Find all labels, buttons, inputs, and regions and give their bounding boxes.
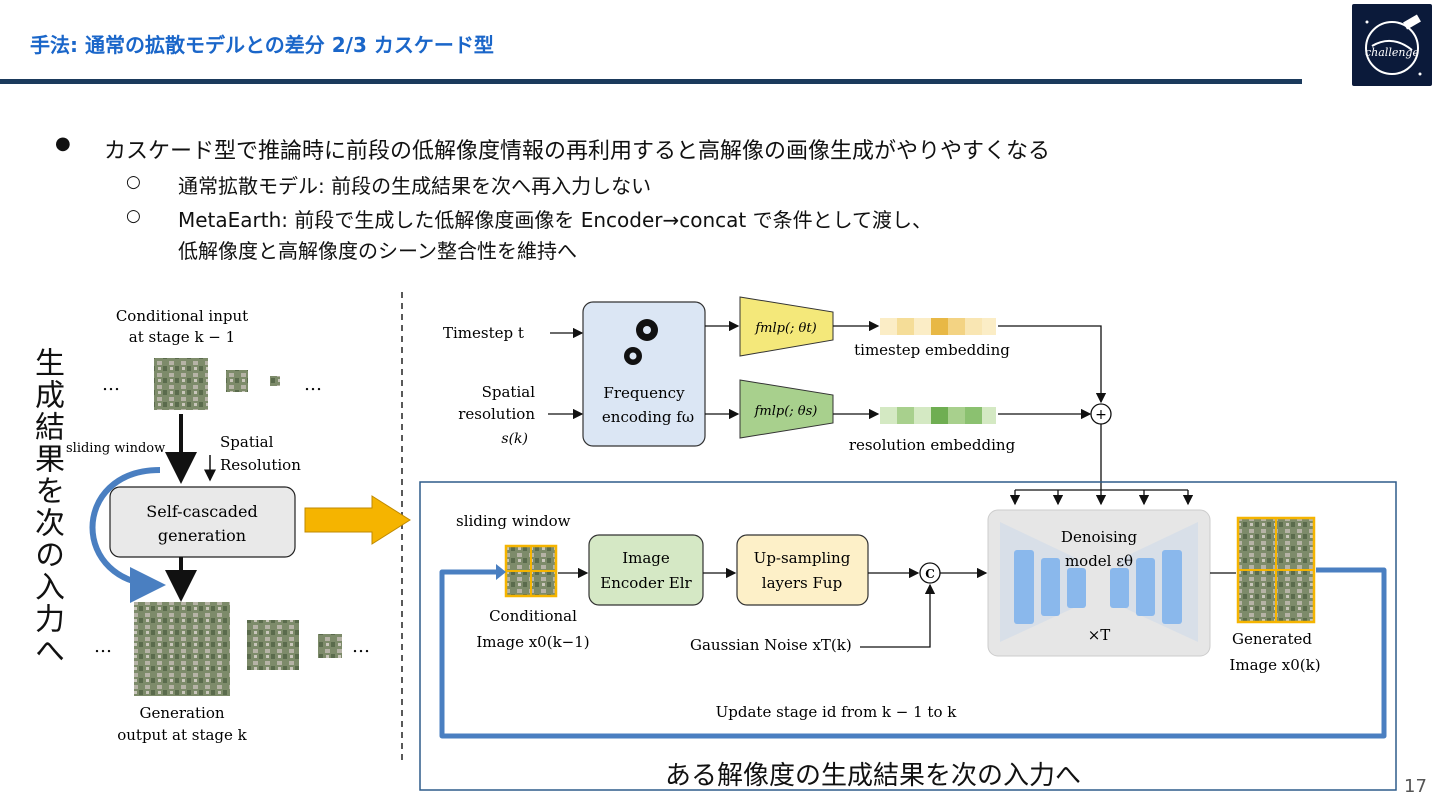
cond-sat-image-large (154, 358, 208, 410)
spatial-label: Spatial (220, 433, 274, 451)
timestep-embedding-bar (880, 318, 996, 335)
noise-to-concat-arrow (860, 583, 936, 648)
resolution-embedding-label: resolution embedding (849, 436, 1016, 454)
freq-label-1: Frequency (603, 384, 685, 402)
bottom-note: ある解像度の生成結果を次の入力へ (665, 761, 1082, 791)
upsampling-box (736, 534, 869, 606)
loop-arrow-left (89, 467, 166, 603)
plus-symbol: + (1095, 407, 1107, 423)
slide-title: 手法: 通常の拡散モデルとの差分 2/3 カスケード型 (30, 33, 494, 57)
ellipsis-right-top: … (304, 374, 322, 395)
timestep-label: Timestep t (443, 324, 524, 342)
pipeline-frame (419, 481, 1397, 791)
title-rule (0, 79, 1302, 84)
concat-symbol: C (925, 567, 935, 581)
cond-input-label-1: Conditional input (116, 307, 248, 325)
feedback-loop-arrow (439, 567, 1387, 739)
freq-label-2: encoding fω (602, 408, 694, 426)
upsample-label-2: layers Fup (762, 574, 842, 592)
gen-sat-image-small (318, 634, 342, 658)
sliding-window-label-left: sliding window (66, 441, 165, 456)
update-stage-label: Update stage id from k − 1 to k (716, 703, 958, 721)
unet-blocks (1014, 550, 1182, 624)
gen-output-label-1: Generation (139, 704, 224, 722)
generated-image (1236, 516, 1316, 624)
frequency-encoding-box (582, 301, 706, 447)
resolution-label: Resolution (220, 456, 301, 474)
self-cascaded-box (109, 486, 296, 558)
feedback-loop-arrowhead (496, 564, 506, 580)
times-t-label: ×T (1088, 626, 1111, 644)
cond-bus-arrows (1009, 490, 1194, 506)
gen-sat-image-large (134, 602, 230, 696)
cond-image-label-2: Image x0(k−1) (476, 633, 589, 651)
bullet-main: カスケード型で推論時に前段の低解像度情報の再利用すると高解像の画像生成がやりやす… (104, 139, 1051, 164)
bullet-sub-2-line2: 低解像度と高解像度のシーン整合性を維持へ (178, 239, 577, 263)
gen-output-label-2: output at stage k (117, 726, 247, 744)
satai-logo: challenge (1352, 4, 1432, 86)
cond-sat-image-mid (226, 370, 248, 392)
encoder-label-2: Encoder Elr (600, 574, 692, 592)
mlp-t-label: fmlp(; θt) (754, 321, 816, 336)
resolution-embedding-bar (880, 407, 996, 424)
gear-icon (624, 319, 658, 365)
bullet-sub-1: 通常拡散モデル: 前段の生成結果を次へ再入力しない (178, 174, 652, 198)
mlp-t-block (739, 296, 834, 357)
vertical-note: 生成結果を次の入力へ (29, 347, 64, 667)
gaussian-noise-label: Gaussian Noise xT(k) (690, 636, 852, 654)
gen-sat-image-mid (247, 620, 299, 670)
image-encoder-box (588, 534, 704, 606)
timestep-embedding-label: timestep embedding (854, 341, 1010, 359)
orange-arrow (304, 495, 411, 545)
upsample-label-1: Up-sampling (754, 549, 851, 567)
denoise-label-1: Denoising (1061, 528, 1138, 546)
gen-image-label-2: Image x0(k) (1229, 656, 1320, 674)
bullet-symbol: ● (55, 133, 71, 154)
mlp-s-block (739, 379, 834, 439)
encoder-label-1: Image (622, 549, 670, 567)
svg-text:challenge: challenge (1365, 46, 1419, 59)
gen-image-label-1: Generated (1232, 630, 1312, 648)
ellipsis-left-top: … (102, 374, 120, 395)
sub-bullet-symbol-2: ○ (126, 206, 141, 226)
timestep-to-plus-line (998, 325, 1107, 404)
bullet-sub-2-line1: MetaEarth: 前段で生成した低解像度画像を Encoder→concat… (178, 208, 933, 232)
ellipsis-left-bottom: … (94, 636, 112, 657)
sliding-window-label-right: sliding window (456, 512, 571, 530)
spatial-res-label-3: s(k) (501, 431, 528, 447)
ellipsis-right-bottom: … (352, 636, 370, 657)
spatial-res-label-2: resolution (458, 405, 535, 423)
sub-bullet-symbol-1: ○ (126, 172, 141, 192)
conditional-image (504, 544, 558, 598)
denoise-label-2: model εθ (1065, 552, 1133, 570)
cond-sat-image-small (270, 376, 280, 386)
self-cascaded-label-1: Self-cascaded (146, 502, 257, 521)
page-number: 17 (1404, 776, 1427, 797)
spatial-res-label-1: Spatial (482, 383, 536, 401)
mlp-s-label: fmlp(; θs) (754, 404, 818, 419)
cond-image-label-1: Conditional (489, 607, 577, 625)
cond-input-label-2: at stage k − 1 (129, 328, 235, 346)
self-cascaded-label-2: generation (158, 526, 246, 545)
